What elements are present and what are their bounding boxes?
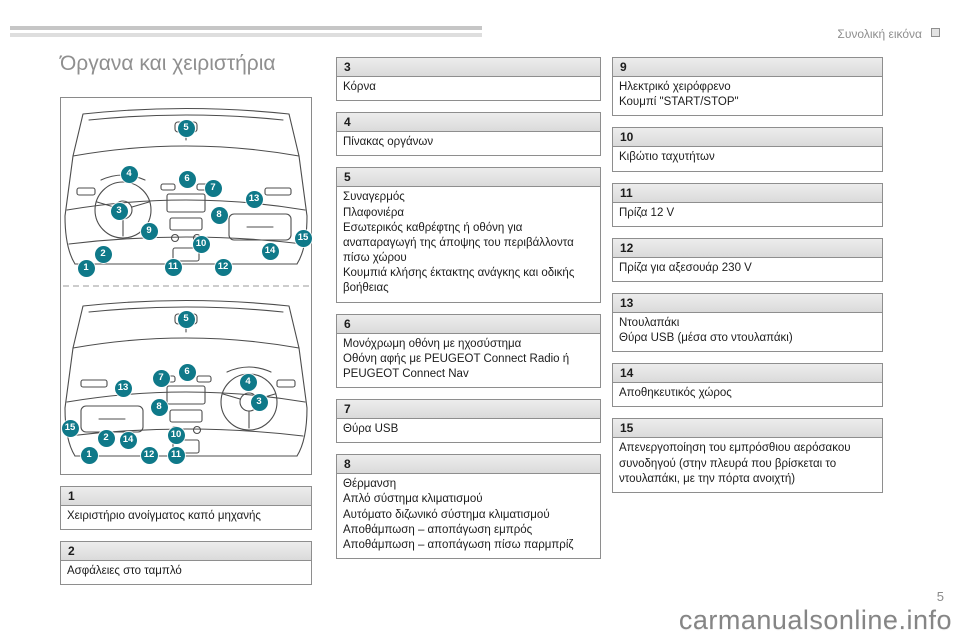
callout-8: 8: [210, 206, 228, 224]
item-description: Απενεργοποίηση του εμπρόσθιου αερόσακου …: [612, 438, 883, 493]
item-number: 12: [612, 237, 883, 258]
control-item-6: 6 Μονόχρωμη οθόνη με ηχοσύστημα Οθόνη αφ…: [336, 313, 601, 389]
control-item-2: 2 Ασφάλειες στο ταμπλό: [60, 541, 312, 586]
callout-5: 5: [177, 310, 195, 328]
item-number: 5: [336, 167, 601, 188]
item-description: Ασφάλειες στο ταμπλό: [60, 561, 312, 586]
chapter-header-label: Συνολική εικόνα: [837, 27, 922, 41]
control-item-12: 12 Πρίζα για αξεσουάρ 230 V: [612, 237, 883, 282]
callout-12: 12: [140, 446, 158, 464]
callout-2: 2: [94, 245, 112, 263]
item-number: 14: [612, 363, 883, 384]
callout-1: 1: [77, 259, 95, 277]
callout-14: 14: [119, 431, 137, 449]
item-number: 7: [336, 399, 601, 420]
item-number: 8: [336, 454, 601, 475]
item-description: Κόρνα: [336, 77, 601, 102]
chapter-tab-icon: [931, 28, 940, 37]
dashboard-top-drawing: [64, 107, 308, 265]
item-description: Θέρμανση Απλό σύστημα κλιματισμού Αυτόμα…: [336, 474, 601, 560]
callout-11: 11: [164, 258, 182, 276]
callout-9: 9: [140, 222, 158, 240]
control-item-15: 15 Απενεργοποίηση του εμπρόσθιου αερόσακ…: [612, 418, 883, 493]
callout-3: 3: [250, 393, 268, 411]
callout-10: 10: [192, 235, 210, 253]
item-description: Ηλεκτρικό χειρόφρενο Κουμπί "START/STOP": [612, 77, 883, 117]
item-description: Κιβώτιο ταχυτήτων: [612, 147, 883, 172]
legend-column-right: 9 Ηλεκτρικό χειρόφρενο Κουμπί "START/STO…: [612, 57, 883, 504]
control-item-11: 11 Πρίζα 12 V: [612, 182, 883, 227]
dashboard-drawing: [63, 107, 309, 457]
legend-column-left: 1 Χειριστήριο ανοίγματος καπό μηχανής 2 …: [60, 486, 312, 596]
callout-4: 4: [120, 165, 138, 183]
item-description: Μονόχρωμη οθόνη με ηχοσύστημα Οθόνη αφής…: [336, 333, 601, 389]
item-number: 4: [336, 112, 601, 133]
callout-7: 7: [204, 179, 222, 197]
callout-3: 3: [110, 202, 128, 220]
callout-13: 13: [114, 379, 132, 397]
callout-15: 15: [61, 419, 79, 437]
control-item-7: 7 Θύρα USB: [336, 399, 601, 444]
control-item-8: 8 Θέρμανση Απλό σύστημα κλιματισμού Αυτό…: [336, 454, 601, 560]
item-number: 6: [336, 313, 601, 334]
item-description: Πρίζα 12 V: [612, 202, 883, 227]
callout-14: 14: [261, 242, 279, 260]
callout-6: 6: [178, 170, 196, 188]
callout-10: 10: [167, 426, 185, 444]
item-description: Πρίζα για αξεσουάρ 230 V: [612, 257, 883, 282]
item-number: 15: [612, 418, 883, 439]
item-description: Ντουλαπάκι Θύρα USB (μέσα στο ντουλαπάκι…: [612, 312, 883, 353]
page-title: Όργανα και χειριστήρια: [60, 52, 276, 75]
decorative-bar-bottom: [10, 33, 482, 37]
control-item-1: 1 Χειριστήριο ανοίγματος καπό μηχανής: [60, 486, 312, 531]
page-number: 5: [936, 589, 944, 604]
watermark: carmanualsonline.info: [678, 605, 952, 635]
item-description: Χειριστήριο ανοίγματος καπό μηχανής: [60, 506, 312, 531]
item-description: Συναγερμός Πλαφονιέρα Εσωτερικός καθρέφτ…: [336, 187, 601, 303]
decorative-bar-top: [10, 26, 482, 30]
item-number: 1: [60, 486, 312, 506]
control-item-3: 3 Κόρνα: [336, 57, 601, 102]
callout-5: 5: [177, 119, 195, 137]
item-number: 13: [612, 292, 883, 313]
item-number: 9: [612, 57, 883, 77]
control-item-13: 13 Ντουλαπάκι Θύρα USB (μέσα στο ντουλαπ…: [612, 292, 883, 353]
callout-15: 15: [294, 229, 312, 247]
callout-8: 8: [150, 398, 168, 416]
item-number: 2: [60, 541, 312, 562]
callout-7: 7: [152, 369, 170, 387]
control-item-5: 5 Συναγερμός Πλαφονιέρα Εσωτερικός καθρέ…: [336, 167, 601, 303]
callout-6: 6: [178, 363, 196, 381]
control-item-9: 9 Ηλεκτρικό χειρόφρενο Κουμπί "START/STO…: [612, 57, 883, 117]
control-item-14: 14 Αποθηκευτικός χώρος: [612, 363, 883, 408]
item-number: 11: [612, 182, 883, 203]
item-description: Θύρα USB: [336, 419, 601, 444]
item-number: 3: [336, 57, 601, 77]
callout-13: 13: [245, 190, 263, 208]
callout-1: 1: [80, 446, 98, 464]
callout-11: 11: [167, 446, 185, 464]
callout-2: 2: [97, 429, 115, 447]
item-description: Αποθηκευτικός χώρος: [612, 383, 883, 408]
control-item-4: 4 Πίνακας οργάνων: [336, 112, 601, 157]
control-item-10: 10 Κιβώτιο ταχυτήτων: [612, 127, 883, 172]
legend-column-middle: 3 Κόρνα 4 Πίνακας οργάνων 5 Συναγερμός Π…: [336, 57, 601, 570]
callout-12: 12: [214, 258, 232, 276]
item-description: Πίνακας οργάνων: [336, 132, 601, 157]
item-number: 10: [612, 127, 883, 148]
callout-4: 4: [239, 373, 257, 391]
